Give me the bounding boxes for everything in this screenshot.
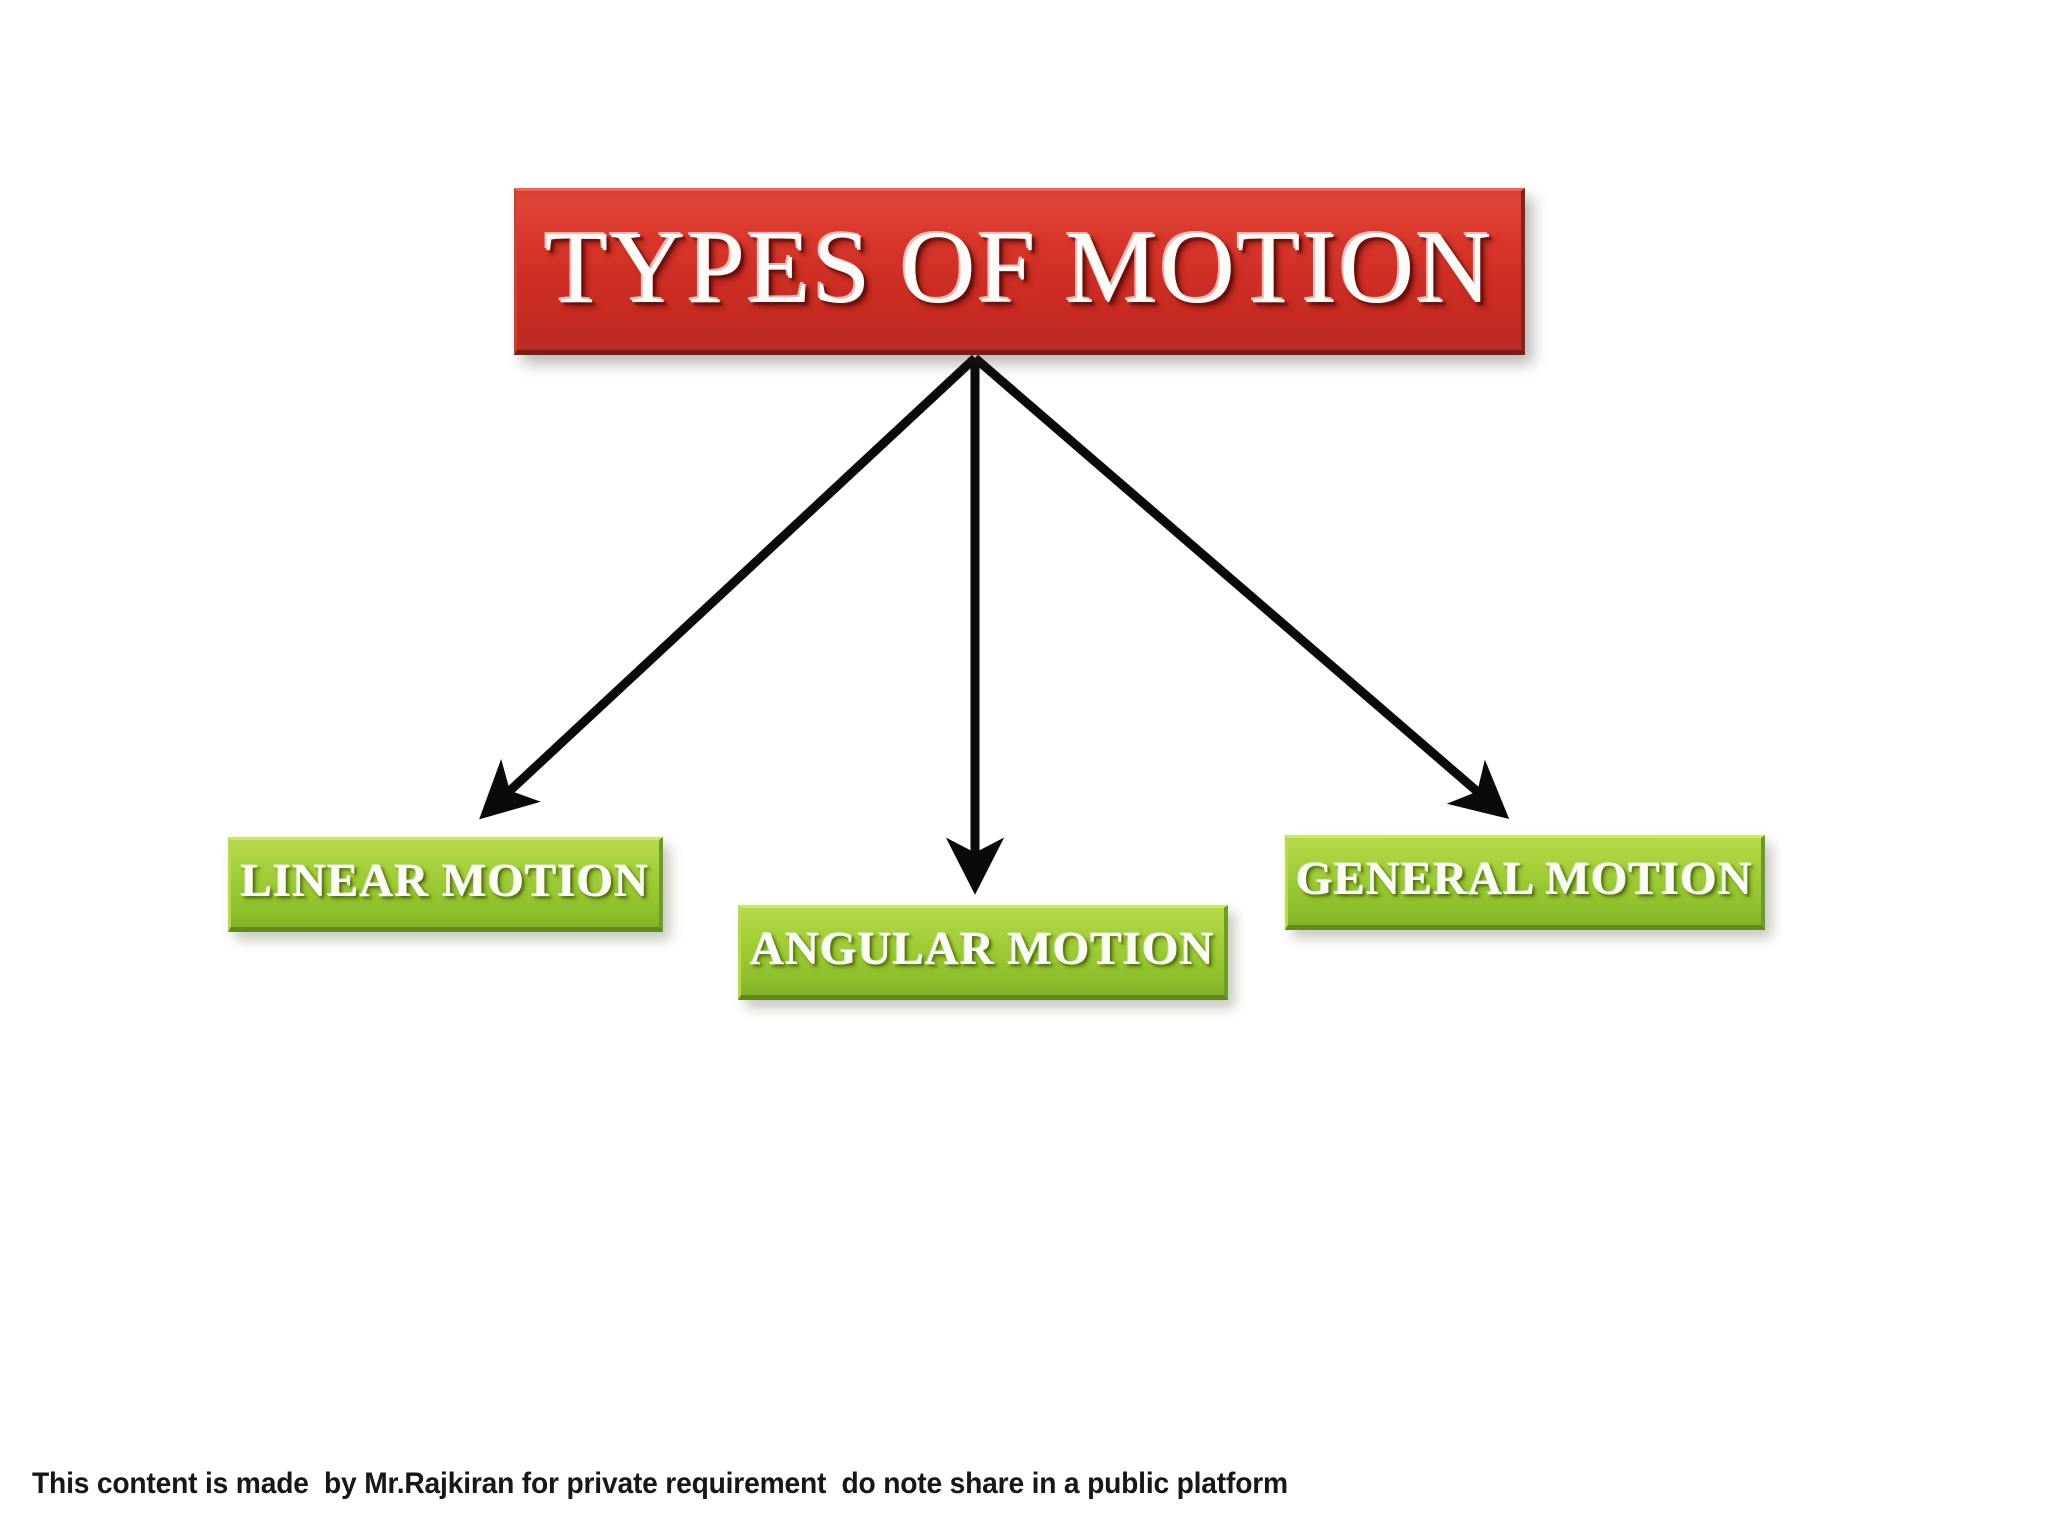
title-box: TYPES OF MOTION — [514, 188, 1525, 355]
node-angular-motion: ANGULAR MOTION — [738, 905, 1228, 1000]
node-linear-motion-label: LINEAR MOTION — [240, 855, 650, 907]
arrow-to-general — [972, 354, 1510, 820]
arrow-to-linear — [479, 354, 979, 820]
page-title: TYPES OF MOTION — [544, 209, 1494, 325]
node-general-motion: GENERAL MOTION — [1285, 835, 1765, 930]
node-general-motion-label: GENERAL MOTION — [1296, 853, 1753, 905]
node-linear-motion: LINEAR MOTION — [228, 837, 663, 932]
footer-attribution-note: This content is made by Mr.Rajkiran for … — [32, 1467, 1288, 1500]
node-angular-motion-label: ANGULAR MOTION — [750, 923, 1215, 975]
